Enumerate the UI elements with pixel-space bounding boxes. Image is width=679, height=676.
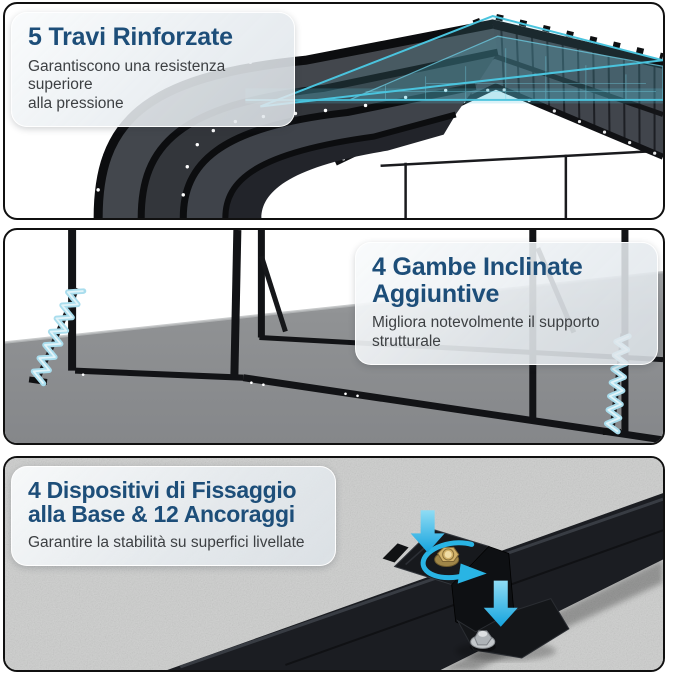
inclined-leg-left: [28, 287, 87, 387]
feature-panel-roof-beams: 5 Travi Rinforzate Garantiscono una resi…: [3, 2, 665, 220]
title-line: 5 Travi Rinforzate: [28, 23, 233, 51]
roof-highlight-overlay: [245, 15, 663, 108]
title-line: 4 Gambe Inclinate: [372, 253, 583, 281]
subtitle-line: strutturale: [372, 332, 441, 350]
down-arrow-icon: [483, 580, 518, 627]
rotation-arrow-icon: [420, 540, 487, 584]
subtitle-line: Garantiscono una resistenza superiore: [28, 57, 226, 94]
feature-title: 5 Travi Rinforzate: [28, 24, 278, 51]
far-frame-lines: [380, 149, 663, 218]
brass-nut: [434, 546, 460, 568]
beam-top-bevel: [179, 497, 663, 669]
subtitle-line: alla pressione: [28, 95, 124, 113]
down-arrow-icon: [410, 510, 445, 553]
feature-subtitle: Garantire la stabilità su superfici live…: [28, 534, 319, 553]
arch-band-2: [141, 52, 498, 218]
subtitle-line: Garantire la stabilità su superfici live…: [28, 533, 305, 551]
base-bolts: [81, 373, 359, 398]
subtitle-line: Migliora notevolmente il supporto: [372, 314, 600, 331]
title-line: alla Base & 12 Ancoraggi: [28, 501, 295, 528]
title-line: 4 Dispositivi di Fissaggio: [28, 477, 297, 503]
carport-roof-illustration: [93, 12, 663, 218]
feature-card-roof: 5 Travi Rinforzate Garantiscono una resi…: [11, 12, 295, 128]
arch-band-4: [225, 114, 456, 218]
arch-band-3: [183, 86, 476, 218]
title-line: Aggiuntive: [372, 279, 500, 308]
steel-bolt: [469, 630, 496, 652]
